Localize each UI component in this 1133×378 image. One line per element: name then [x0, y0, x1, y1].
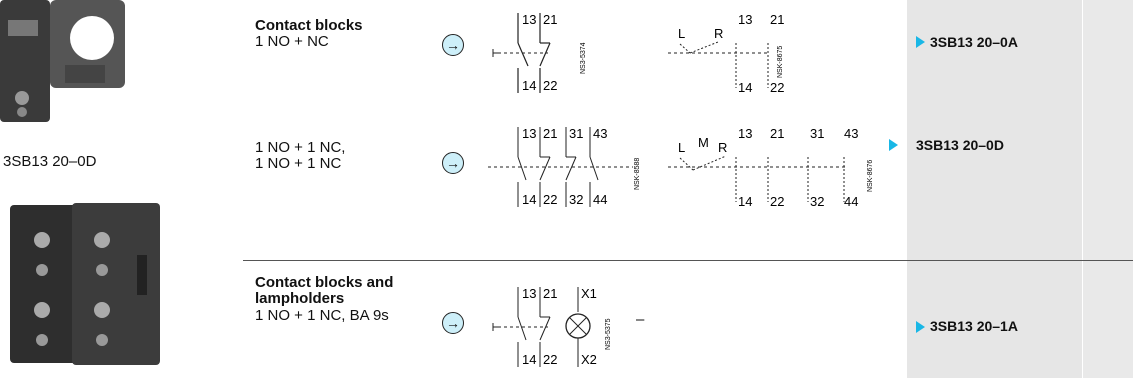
terminal-32: 32: [810, 194, 824, 209]
row1-heading: Contact blocks: [255, 17, 363, 34]
terminal-21: 21: [770, 126, 784, 141]
row2-description-1: 1 NO + 1 NC,: [255, 139, 346, 156]
terminal-21: 21: [543, 286, 557, 301]
terminal-31: 31: [810, 126, 824, 141]
row2-order-arrow-icon: [889, 139, 898, 151]
terminal-14: 14: [522, 192, 536, 207]
row3-heading-2: lampholders: [255, 290, 345, 307]
row3-heading-1: Contact blocks and: [255, 274, 394, 291]
terminal-14: 14: [522, 78, 536, 93]
row1-circuit-diagram-2: L R 13 21 14 22 NSK-8675: [668, 12, 784, 95]
row1-description: 1 NO + NC: [255, 33, 329, 50]
row3-order-arrow-icon: [916, 321, 925, 333]
diagram-code: NS3-5374: [580, 42, 587, 74]
terminal-31: 31: [569, 126, 583, 141]
extra-column-background: [1083, 0, 1133, 378]
row2-arrow-icon[interactable]: →: [442, 152, 464, 174]
terminal-44: 44: [844, 194, 858, 209]
row2-circuit-diagram: 13 21 31 43 14 22 32 44 NSK-8588: [488, 126, 641, 207]
terminal-14: 14: [738, 194, 752, 209]
terminal-21: 21: [543, 126, 557, 141]
terminal-13: 13: [522, 12, 536, 27]
row3-description: 1 NO + 1 NC, BA 9s: [255, 307, 389, 324]
diagram-code: NSK-8588: [634, 158, 641, 190]
label-R: R: [714, 26, 723, 41]
terminal-22: 22: [770, 194, 784, 209]
row2-description-2: 1 NO + 1 NC: [255, 155, 342, 172]
row3-order-number[interactable]: 3SB13 20–1A: [930, 318, 1018, 334]
terminal-14: 14: [522, 352, 536, 367]
terminal-21: 21: [770, 12, 784, 27]
row1-order-arrow-icon: [916, 36, 925, 48]
row2-circuit-diagram-2: L M R 13 21 31 43 14 22 32 44 NSK-8676: [668, 126, 874, 209]
section-divider: [243, 260, 1133, 261]
product-image-double: [10, 203, 160, 365]
terminal-44: 44: [593, 192, 607, 207]
row3-arrow-icon[interactable]: →: [442, 312, 464, 334]
terminal-X1: X1: [581, 286, 597, 301]
left-product-label: 3SB13 20–0D: [3, 153, 97, 170]
terminal-32: 32: [569, 192, 583, 207]
terminal-43: 43: [593, 126, 607, 141]
diagram-code: NSK-8675: [777, 46, 784, 78]
label-L: L: [678, 140, 685, 155]
terminal-22: 22: [543, 352, 557, 367]
terminal-13: 13: [522, 286, 536, 301]
row2-order-number[interactable]: 3SB13 20–0D: [916, 137, 1004, 153]
terminal-13: 13: [522, 126, 536, 141]
row3-circuit-diagram: 13 21 X1 14 22 X2 NS3-5375: [492, 286, 612, 367]
terminal-22: 22: [543, 192, 557, 207]
diagram-code: NS3-5375: [605, 318, 612, 350]
terminal-14: 14: [738, 80, 752, 95]
label-R: R: [718, 140, 727, 155]
row1-order-number[interactable]: 3SB13 20–0A: [930, 34, 1018, 50]
terminal-22: 22: [770, 80, 784, 95]
row3-dash: –: [636, 311, 645, 328]
terminal-22: 22: [543, 78, 557, 93]
terminal-21: 21: [543, 12, 557, 27]
label-L: L: [678, 26, 685, 41]
product-image-single: [0, 0, 125, 122]
row1-circuit-diagram: 13 21 14 22 NS3-5374: [492, 12, 587, 93]
row1-arrow-icon[interactable]: →: [442, 34, 464, 56]
terminal-13: 13: [738, 12, 752, 27]
label-M: M: [698, 135, 709, 150]
diagram-code: NSK-8676: [867, 160, 874, 192]
terminal-43: 43: [844, 126, 858, 141]
order-column-background: [907, 0, 1082, 378]
terminal-X2: X2: [581, 352, 597, 367]
terminal-13: 13: [738, 126, 752, 141]
